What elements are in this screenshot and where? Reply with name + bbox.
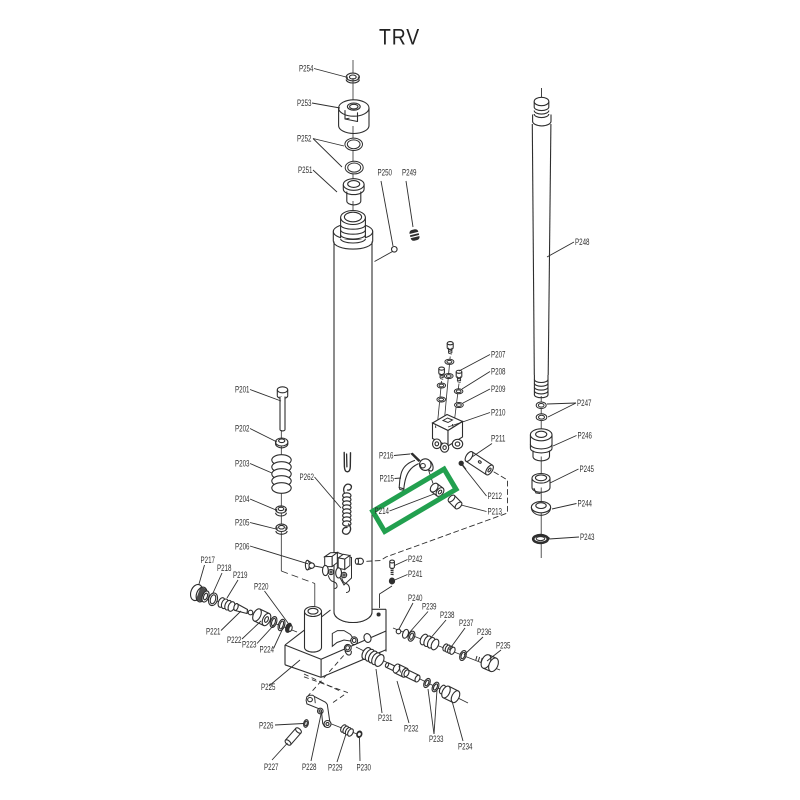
- svg-text:P201: P201: [235, 385, 250, 396]
- svg-text:P243: P243: [580, 532, 595, 543]
- svg-text:P218: P218: [217, 563, 232, 574]
- svg-text:P217: P217: [201, 555, 216, 566]
- svg-text:P242: P242: [408, 554, 423, 565]
- svg-text:P219: P219: [233, 570, 248, 581]
- svg-text:P254: P254: [299, 64, 314, 75]
- svg-text:P244: P244: [578, 499, 593, 510]
- svg-text:P229: P229: [328, 763, 343, 774]
- svg-text:P222: P222: [227, 635, 242, 646]
- svg-text:P232: P232: [404, 724, 419, 735]
- svg-text:P214: P214: [375, 506, 390, 517]
- svg-text:P225: P225: [261, 682, 276, 693]
- svg-text:P248: P248: [575, 237, 590, 248]
- svg-text:P224: P224: [260, 645, 275, 656]
- svg-text:P262: P262: [300, 472, 315, 483]
- svg-text:P216: P216: [379, 451, 394, 462]
- svg-text:P205: P205: [235, 518, 250, 529]
- svg-text:P247: P247: [577, 398, 592, 409]
- svg-text:P202: P202: [235, 424, 250, 435]
- svg-text:P251: P251: [298, 165, 313, 176]
- svg-text:P215: P215: [380, 474, 395, 485]
- svg-text:P253: P253: [297, 98, 312, 109]
- svg-text:P208: P208: [491, 367, 506, 378]
- svg-text:P246: P246: [578, 431, 593, 442]
- svg-text:P235: P235: [496, 641, 511, 652]
- svg-text:P220: P220: [254, 582, 269, 593]
- svg-text:P231: P231: [378, 713, 393, 724]
- svg-text:P249: P249: [402, 168, 417, 179]
- svg-text:P210: P210: [491, 408, 506, 419]
- svg-text:TRV: TRV: [379, 25, 420, 50]
- svg-text:P239: P239: [422, 602, 437, 613]
- svg-text:P207: P207: [491, 350, 506, 361]
- svg-text:P234: P234: [458, 742, 473, 753]
- svg-text:P213: P213: [488, 507, 503, 518]
- svg-text:P245: P245: [580, 464, 595, 475]
- svg-text:P230: P230: [357, 763, 372, 774]
- svg-text:P237: P237: [459, 618, 474, 629]
- svg-text:P226: P226: [259, 721, 274, 732]
- svg-text:P250: P250: [378, 168, 393, 179]
- svg-text:P240: P240: [408, 593, 423, 604]
- svg-text:P204: P204: [235, 494, 250, 505]
- svg-text:P233: P233: [429, 734, 444, 745]
- svg-text:P236: P236: [477, 627, 492, 638]
- svg-text:P228: P228: [302, 762, 317, 773]
- svg-text:P252: P252: [297, 134, 312, 145]
- svg-text:P203: P203: [235, 459, 250, 470]
- svg-text:P206: P206: [235, 542, 250, 553]
- svg-text:P223: P223: [242, 640, 257, 651]
- svg-text:P227: P227: [264, 762, 279, 773]
- svg-text:P209: P209: [491, 384, 506, 395]
- svg-text:P212: P212: [488, 491, 503, 502]
- svg-text:P221: P221: [206, 627, 221, 638]
- svg-text:P238: P238: [440, 610, 455, 621]
- svg-text:P211: P211: [491, 434, 506, 445]
- svg-text:P241: P241: [408, 569, 423, 580]
